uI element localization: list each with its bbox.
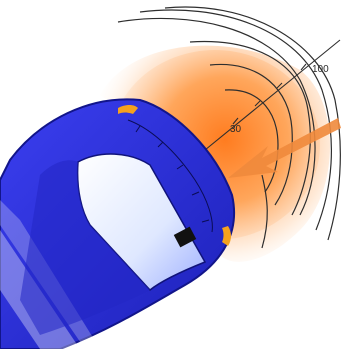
scale-label-far: 100 [312,64,329,75]
scale-label-near: 30 [230,124,242,135]
